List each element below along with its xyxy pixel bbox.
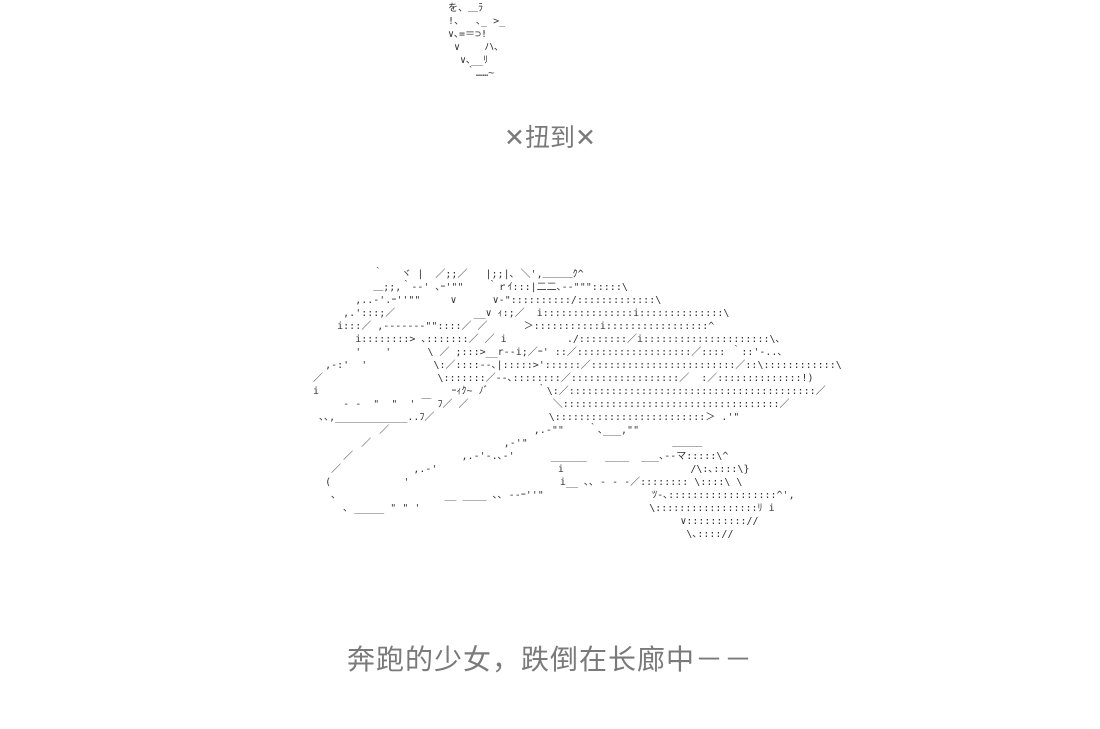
- sfx-caption: ✕扭到✕: [504, 123, 596, 152]
- fallen-girl-ascii-art: ｀ ヾ | ／;;／ |;;|､ ＼',＿＿＿ｸ^ ＿;;,｀--' ､ｰ'""…: [313, 269, 842, 540]
- feet-ascii-art: を、＿ﾗ !、 ､_ >_ ∨､=＝⊃! ∨ ハ､ ∨､__ﾘ ｀……~: [448, 3, 506, 79]
- narration-caption: 奔跑的少女，跌倒在长廊中－－: [346, 643, 753, 676]
